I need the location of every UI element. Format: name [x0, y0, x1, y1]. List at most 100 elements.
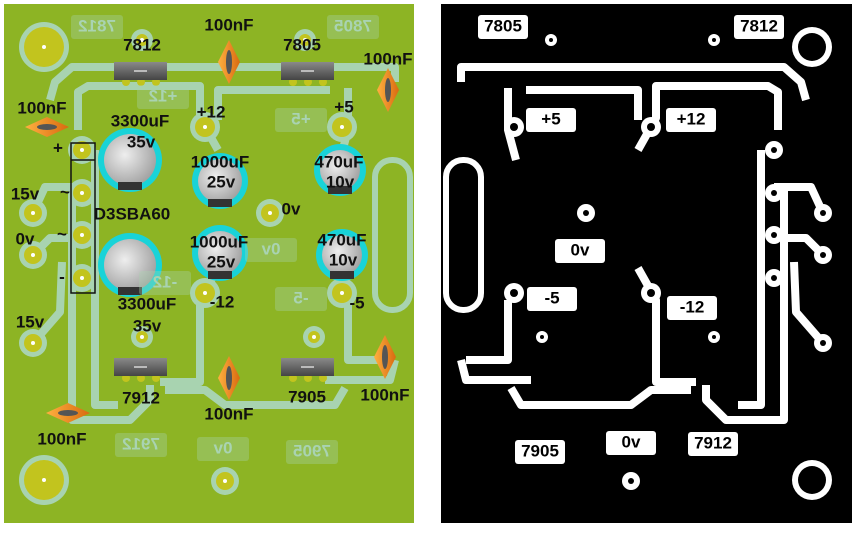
trace: [790, 261, 827, 346]
drill-hole: [140, 38, 144, 42]
component-label: 470uF: [317, 230, 366, 249]
polarity-band: [330, 271, 354, 279]
capacitor-body: [382, 345, 388, 369]
drill-hole: [203, 125, 207, 129]
trace: [325, 359, 399, 384]
drill-hole: [223, 479, 227, 483]
silkscreen-box: [275, 287, 327, 311]
silkscreen-box: [139, 271, 191, 295]
capacitor-body: [37, 124, 57, 130]
capacitor-body: [58, 410, 78, 416]
bottom-label: -5: [544, 288, 559, 307]
polarity-band: [118, 182, 142, 190]
top-components: [25, 40, 399, 423]
bottom-label: +12: [677, 109, 706, 128]
capacitor-body: [385, 78, 391, 102]
bottom-label-box: [667, 296, 717, 320]
drill-hole: [140, 335, 144, 339]
bottom-label-box: [515, 440, 565, 464]
silkscreen-label: -5: [293, 288, 308, 307]
bottom-label-box: [666, 108, 716, 132]
capacitor-top: [198, 231, 242, 275]
capacitor-top: [320, 150, 360, 190]
component-label: +: [53, 138, 63, 157]
polarity-band: [328, 186, 352, 194]
component-label: 0v: [16, 229, 35, 248]
silkscreen-label: 7805: [334, 16, 372, 35]
drill-hole: [798, 33, 826, 61]
drill-hole: [549, 38, 553, 42]
drill-hole: [771, 190, 777, 196]
silkscreen-label: 0v: [261, 239, 280, 258]
drill-hole: [583, 210, 589, 216]
trace: [214, 86, 330, 120]
bottom-label-box: [478, 15, 528, 39]
bottom-label: 7905: [521, 441, 559, 460]
trace: [457, 359, 531, 384]
bottom-traces: [443, 27, 832, 500]
component-label: 35v: [127, 132, 156, 151]
drill-hole: [712, 335, 716, 339]
capacitor-top: [104, 134, 156, 186]
silkscreen-box: [286, 440, 338, 464]
capacitor-body: [226, 50, 232, 74]
bottom-label-box: [527, 287, 577, 311]
trace: [526, 86, 642, 120]
capacitor-top: [104, 239, 156, 291]
bottom-label: 7805: [484, 16, 522, 35]
mounting-slot: [443, 157, 484, 313]
component-label: -: [59, 267, 65, 286]
trace: [165, 385, 349, 409]
component-label: 3300uF: [111, 111, 170, 130]
silkscreen-box: [275, 108, 327, 132]
trace: [466, 300, 512, 364]
component-label: 3300uF: [118, 294, 177, 313]
component-label: 25v: [207, 252, 236, 271]
drill-hole: [771, 147, 777, 153]
capacitor-body: [226, 366, 232, 390]
silkscreen-box: [197, 437, 249, 461]
component-label: 7805: [283, 35, 321, 54]
component-label: 7905: [288, 387, 326, 406]
silkscreen-box: [327, 15, 379, 39]
component-label: 35v: [133, 316, 162, 335]
polarity-band: [208, 271, 232, 279]
silkscreen-label: +5: [291, 109, 310, 128]
trace: [46, 63, 399, 102]
polarity-band: [118, 287, 142, 295]
drill-hole: [771, 232, 777, 238]
component-label: +5: [334, 97, 353, 116]
bottom-label-box: [734, 15, 784, 39]
bottom-label: +5: [541, 109, 560, 128]
component-label: -12: [210, 292, 235, 311]
component-label: 100nF: [204, 15, 253, 34]
capacitor-top: [322, 235, 362, 275]
component-label: -5: [349, 293, 364, 312]
component-label: 15v: [16, 312, 45, 331]
silkscreen-label: 7812: [78, 16, 116, 35]
bottom-label: -12: [680, 297, 705, 316]
component-label: D3SBA60: [94, 204, 171, 223]
bottom-label-box: [555, 239, 605, 263]
trace: [774, 183, 827, 215]
drill-hole: [510, 289, 518, 297]
drill-hole: [798, 466, 826, 494]
silkscreen-box: [137, 85, 189, 109]
drill-hole: [42, 478, 46, 482]
drill-hole: [820, 252, 826, 258]
bottom-label: 0v: [622, 432, 641, 451]
silkscreen-label: 7912: [122, 434, 160, 453]
component-label: 100nF: [360, 385, 409, 404]
component-label: 470uF: [314, 152, 363, 171]
silkscreen-label: 7905: [293, 441, 331, 460]
component-label: 100nF: [204, 404, 253, 423]
drill-hole: [647, 289, 655, 297]
component-label: 100nF: [363, 49, 412, 68]
regulator-tab: [301, 70, 314, 72]
drill-hole: [31, 211, 35, 215]
polarity-band: [208, 199, 232, 207]
component-label: 100nF: [37, 429, 86, 448]
bottom-label-box: [688, 432, 738, 456]
